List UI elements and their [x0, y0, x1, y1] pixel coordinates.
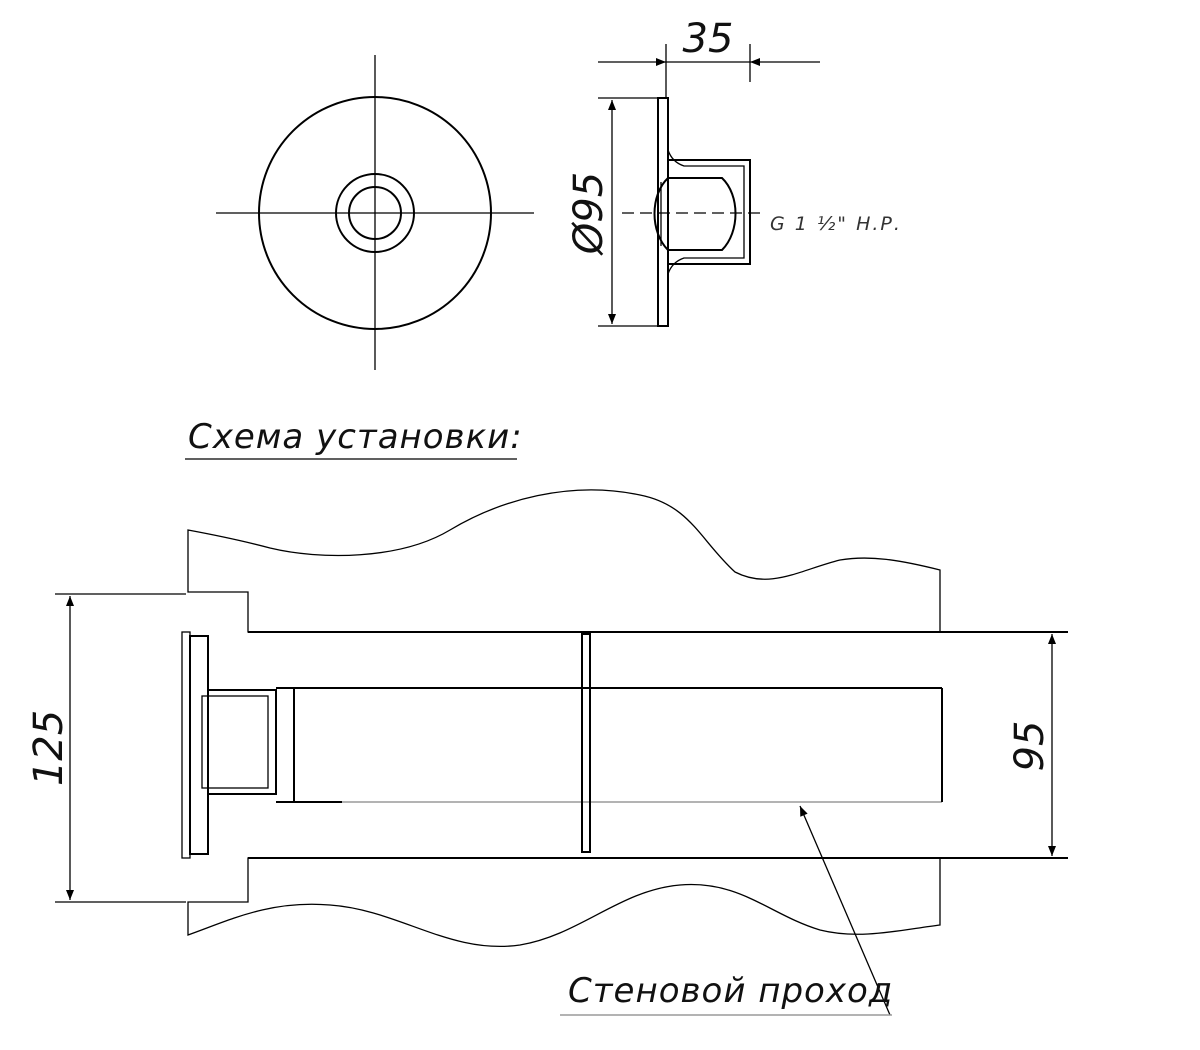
lower-concrete-wall [187, 857, 941, 947]
nozzle-insert [207, 689, 277, 795]
callout-label: Стеновой проход [568, 971, 893, 1011]
dim-35-label: 35 [683, 16, 734, 62]
front-view [216, 55, 534, 370]
dim-diameter-label: Ø95 [566, 172, 612, 256]
nozzle-inner-edge [667, 149, 745, 275]
flange-gasket [181, 631, 191, 859]
dim-125-label: 125 [26, 710, 72, 786]
nozzle-insert-inner [201, 695, 269, 789]
wall-flange [189, 635, 209, 855]
callout-leader [799, 805, 891, 1016]
installation-view: 125 95 Стеновой проход [26, 489, 1068, 1016]
thread-label: G 1 ½" Н.Р. [770, 213, 902, 235]
eyeball-sphere [653, 177, 737, 251]
puddle-flange [581, 633, 591, 853]
flange-plate [657, 97, 669, 327]
side-view: 35 Ø95 G 1 ½" Н.Р. [566, 16, 902, 327]
section-title: Схема установки: [188, 417, 523, 457]
upper-concrete-wall [187, 489, 941, 633]
dim-95-right-label: 95 [1007, 721, 1053, 772]
nozzle-body [668, 159, 751, 265]
